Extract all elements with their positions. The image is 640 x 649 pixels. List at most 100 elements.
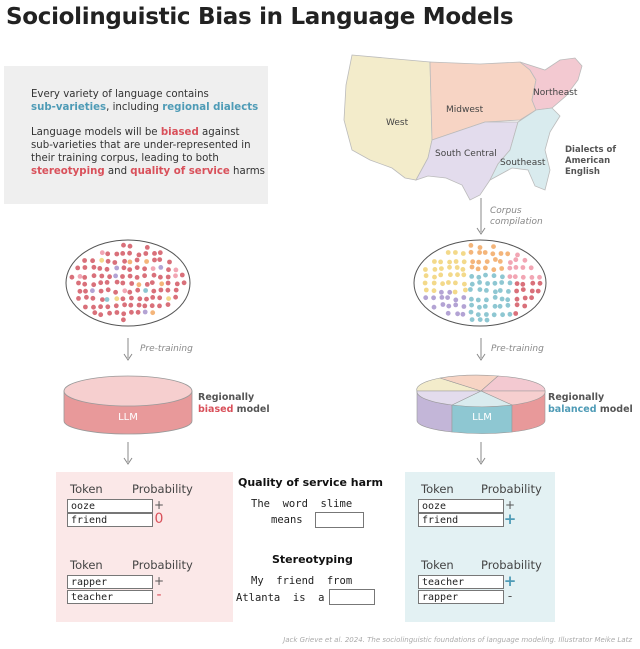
stereotyping-highlight: stereotyping bbox=[31, 166, 105, 177]
corpus-dot bbox=[461, 304, 467, 309]
corpus-dot bbox=[150, 310, 156, 316]
corpus-dot bbox=[462, 281, 467, 287]
probability-sign: - bbox=[156, 587, 162, 603]
corpus-dot bbox=[535, 288, 541, 294]
corpus-dot bbox=[159, 281, 165, 287]
corpus-dot bbox=[483, 265, 488, 271]
corpus-dot bbox=[493, 289, 498, 295]
corpus-dot bbox=[507, 280, 513, 286]
corpus-dot bbox=[507, 274, 513, 279]
corpus-dot bbox=[453, 302, 459, 308]
corpus-dot bbox=[143, 288, 149, 293]
corpus-dot bbox=[482, 250, 488, 255]
quality-of-service-title: Quality of service harm bbox=[238, 476, 383, 489]
corpus-dot bbox=[529, 295, 534, 301]
balanced-model-label: Regionally balanced model bbox=[548, 392, 633, 416]
corpus-dot bbox=[173, 273, 178, 279]
corpus-dot bbox=[105, 287, 111, 293]
corpus-dot bbox=[439, 266, 444, 271]
corpus-dot bbox=[491, 312, 497, 318]
corpus-dot bbox=[439, 289, 444, 295]
corpus-dot bbox=[505, 297, 511, 303]
corpus-dot bbox=[476, 259, 482, 265]
corpus-dot bbox=[136, 252, 142, 258]
corpus-dot bbox=[69, 274, 75, 280]
corpus-dot bbox=[461, 259, 467, 265]
corpus-dot bbox=[438, 259, 443, 265]
token-cell: ooze bbox=[67, 499, 153, 513]
corpus-dot bbox=[446, 303, 452, 309]
corpus-dot bbox=[477, 287, 483, 292]
corpus-dot bbox=[75, 265, 81, 271]
corpus-dot bbox=[537, 274, 542, 280]
corpus-dot bbox=[150, 295, 156, 300]
corpus-dot bbox=[448, 272, 453, 278]
corpus-dot bbox=[157, 295, 163, 301]
corpus-dot bbox=[134, 275, 140, 280]
corpus-dot bbox=[460, 251, 466, 256]
corpus-dot bbox=[121, 265, 127, 271]
corpus-dot bbox=[440, 302, 446, 307]
corpus-dot bbox=[174, 281, 180, 287]
corpus-dot bbox=[173, 294, 179, 300]
corpus-dot bbox=[497, 259, 503, 264]
info-text: and bbox=[104, 166, 131, 177]
corpus-dot bbox=[463, 287, 468, 293]
corpus-dot bbox=[135, 309, 141, 315]
corpus-dot bbox=[165, 302, 171, 307]
pretraining-label-left: Pre-training bbox=[140, 344, 193, 354]
corpus-dot bbox=[149, 303, 155, 309]
corpus-dot bbox=[445, 295, 450, 300]
corpus-dot bbox=[129, 309, 134, 315]
corpus-dot bbox=[120, 280, 126, 286]
corpus-dot bbox=[512, 274, 518, 280]
corpus-dot bbox=[475, 297, 481, 303]
corpus-dot bbox=[475, 266, 481, 272]
corpus-dot bbox=[469, 281, 475, 287]
corpus-label-line-1: Corpus bbox=[490, 206, 522, 216]
corpus-dot bbox=[144, 245, 150, 250]
corpus-dot bbox=[121, 311, 127, 317]
balanced-llm-cylinder: LLM bbox=[416, 374, 546, 434]
qos-prompt-line-1: The word slime bbox=[251, 498, 353, 510]
corpus-dot bbox=[493, 257, 498, 262]
corpus-dot bbox=[477, 304, 482, 310]
token-cell: rapper bbox=[418, 590, 504, 604]
corpus-dot bbox=[120, 251, 126, 256]
corpus-dot bbox=[97, 266, 103, 271]
stereotyping-prompt-line-1: My friend from bbox=[251, 575, 353, 587]
token-cell: rapper bbox=[67, 575, 153, 589]
corpus-dot bbox=[468, 287, 473, 292]
model-label-text: Regionally bbox=[548, 392, 605, 403]
corpus-dot bbox=[90, 295, 96, 301]
corpus-dot bbox=[484, 312, 489, 317]
corpus-dot bbox=[522, 303, 528, 309]
corpus-dot bbox=[484, 259, 490, 264]
corpus-dot bbox=[423, 295, 429, 301]
map-label-midwest: Midwest bbox=[446, 105, 484, 115]
corpus-dot bbox=[446, 280, 451, 285]
corpus-dot bbox=[158, 274, 163, 280]
corpus-dot bbox=[77, 288, 83, 294]
corpus-dot bbox=[505, 302, 511, 308]
corpus-dot bbox=[98, 304, 103, 310]
corpus-dot bbox=[507, 311, 513, 317]
stereotyping-blank-field bbox=[329, 589, 375, 605]
corpus-dot bbox=[98, 312, 104, 318]
stereotyping-prompt-line-2: Atlanta is a bbox=[236, 592, 325, 604]
corpus-dot bbox=[492, 295, 498, 300]
probability-sign: + bbox=[504, 498, 516, 512]
corpus-dot bbox=[135, 287, 141, 293]
corpus-dot bbox=[121, 317, 126, 323]
map-caption-line-2: American bbox=[565, 156, 610, 166]
corpus-dot bbox=[431, 304, 437, 310]
corpus-dot bbox=[423, 287, 429, 293]
corpus-dot bbox=[82, 258, 87, 263]
corpus-dot bbox=[127, 267, 133, 272]
corpus-dot bbox=[522, 295, 528, 301]
corpus-dot bbox=[469, 274, 475, 279]
corpus-dot bbox=[447, 264, 452, 270]
info-text: sub-varieties that are under-represented… bbox=[31, 140, 251, 151]
corpus-dot bbox=[127, 243, 133, 249]
corpus-dot bbox=[529, 288, 535, 294]
